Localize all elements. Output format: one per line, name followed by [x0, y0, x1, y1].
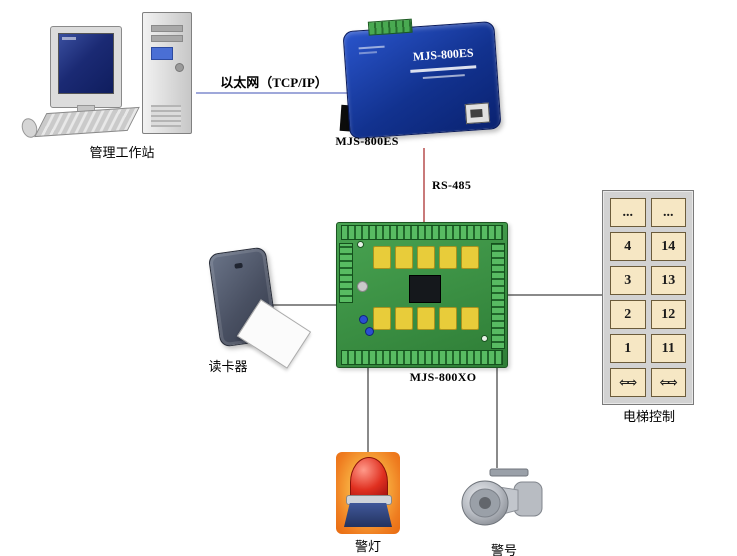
siren-device [458, 466, 550, 534]
reader-connection-line [270, 304, 336, 306]
serial-server-device: MJS-800ES [339, 13, 506, 148]
serial-server-body: MJS-800ES [342, 20, 502, 140]
faceplate-text-line [358, 45, 385, 50]
terminal-strip-bottom [341, 350, 503, 365]
light-connection-line [367, 366, 369, 454]
ethernet-connection-line [196, 92, 348, 94]
terminal-strip-right [491, 243, 505, 349]
elevator-panel: ... ... 4 14 3 13 2 12 1 11 ⇦⇨ ⇦⇨ [602, 190, 694, 405]
relay [395, 307, 413, 330]
rj45-port [464, 102, 491, 125]
warning-light-device [336, 452, 400, 534]
elevator-button: 4 [610, 232, 646, 261]
mounting-hole [481, 335, 488, 342]
mounting-hole [357, 241, 364, 248]
screen-glint [62, 37, 76, 40]
terminal-strip-left [339, 243, 353, 303]
elevator-button: 2 [610, 300, 646, 329]
workstation-tower [142, 12, 192, 134]
panel-connection-line [506, 294, 602, 296]
relay [373, 246, 391, 269]
relay [373, 307, 391, 330]
serial-server-model-text: MJS-800ES [412, 45, 475, 64]
workstation-keyboard [34, 106, 140, 138]
power-button [175, 63, 184, 72]
elevator-panel-label: 电梯控制 [622, 409, 675, 424]
capacitor [365, 327, 374, 336]
relay [417, 307, 435, 330]
rs485-label: RS-485 [432, 178, 472, 192]
elevator-button: 11 [650, 334, 686, 363]
controller-board [336, 222, 508, 368]
tower-vents [151, 105, 181, 127]
warning-light-label: 警灯 [354, 539, 381, 554]
elevator-button: 12 [650, 300, 686, 329]
capacitor [357, 281, 368, 292]
elevator-button-grid: ... ... 4 14 3 13 2 12 1 11 ⇦⇨ ⇦⇨ [610, 198, 686, 397]
rj45-slot [470, 108, 483, 118]
relay [395, 246, 413, 269]
drive-bay [151, 35, 183, 42]
faceplate-text-line [422, 74, 465, 80]
workstation-label: 管理工作站 [89, 145, 155, 160]
ethernet-label: 以太网（TCP/IP） [220, 75, 328, 90]
elevator-door-button: ⇦⇨ [610, 368, 646, 397]
controller-label: MJS-800XO [409, 370, 477, 384]
elevator-button: 1 [610, 334, 646, 363]
elevator-button: 13 [650, 266, 686, 295]
faceplate-text-line [358, 51, 378, 55]
capacitor [359, 315, 368, 324]
relay [439, 307, 457, 330]
drive-bay [151, 25, 183, 32]
elevator-door-button: ⇦⇨ [650, 368, 686, 397]
elevator-button: 14 [650, 232, 686, 261]
terminal-strip-top [341, 225, 503, 240]
serial-server-label: MJS-800ES [335, 134, 399, 148]
monitor-screen [58, 33, 114, 94]
rs485-connection-line [423, 148, 425, 226]
elevator-button: ... [610, 198, 646, 227]
siren-illustration [461, 468, 543, 526]
relay [417, 246, 435, 269]
relay [461, 307, 479, 330]
siren-connection-line [496, 366, 498, 468]
elevator-button: ... [650, 198, 686, 227]
relay [461, 246, 479, 269]
relay [439, 246, 457, 269]
faceplate-text-line [410, 65, 477, 73]
siren-label: 警号 [490, 543, 517, 556]
card-reader-label: 读卡器 [208, 359, 248, 374]
mcu-chip [409, 275, 441, 303]
warning-light-dome [350, 457, 388, 499]
warning-light-base [344, 503, 392, 527]
elevator-button: 3 [610, 266, 646, 295]
tower-badge [151, 47, 173, 60]
reader-led-window [234, 262, 243, 269]
workstation-monitor [50, 26, 122, 108]
